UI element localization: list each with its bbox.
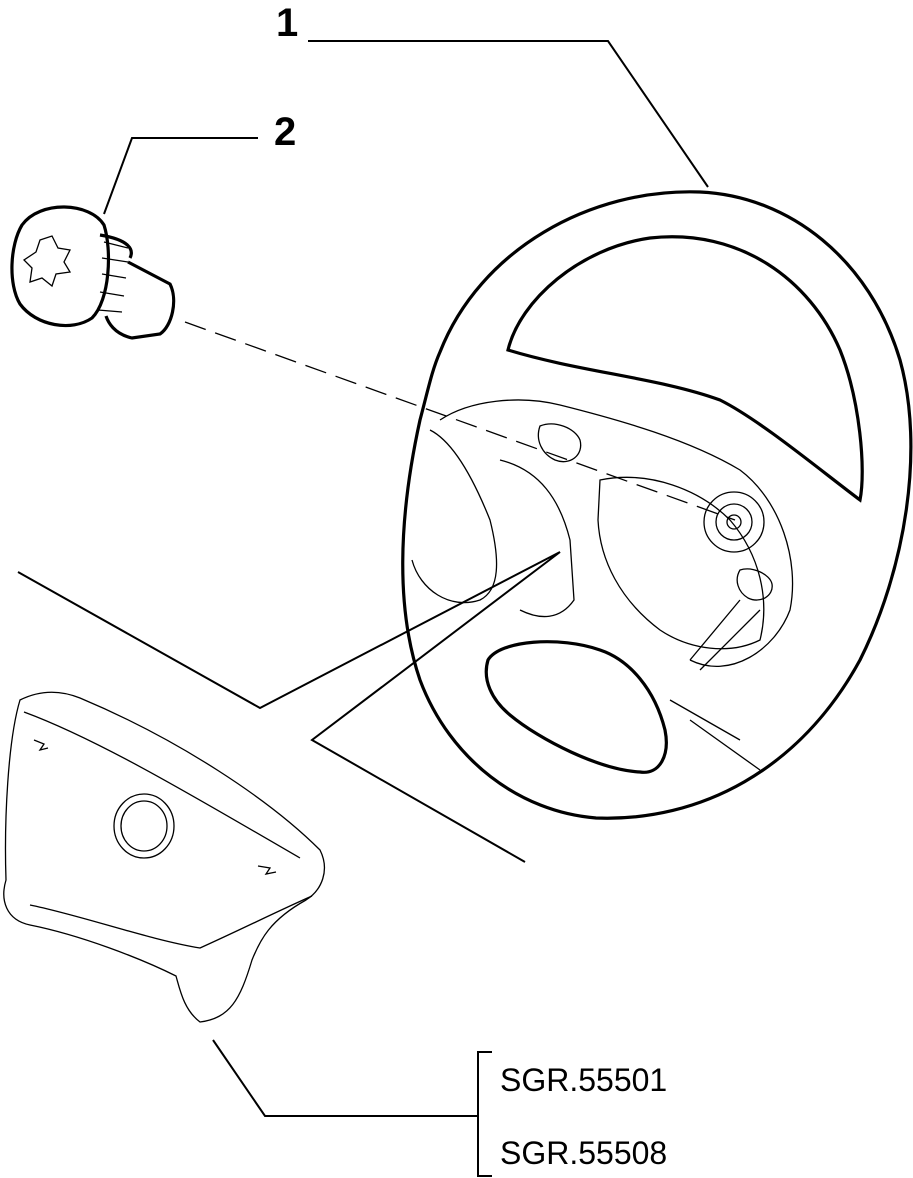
torx-screw xyxy=(10,205,176,340)
left-spoke xyxy=(411,429,498,604)
callout-number-2: 2 xyxy=(274,110,296,154)
reference-code-2: SGR.55508 xyxy=(500,1135,667,1171)
horn-symbol-right-icon xyxy=(257,865,277,875)
callout-2-leader xyxy=(103,137,258,215)
hub-connector xyxy=(736,568,773,601)
steering-wheel xyxy=(401,190,913,820)
reference-code-1: SGR.55501 xyxy=(500,1062,667,1098)
airbag-cover xyxy=(3,691,325,1023)
callout-2: 2 xyxy=(103,110,296,215)
horn-symbol-left-icon xyxy=(33,739,49,752)
callout-1-leader xyxy=(308,40,709,188)
cover-emblem-inner xyxy=(120,800,168,852)
reference-codes: SGR.55501 SGR.55508 xyxy=(212,1039,667,1177)
rim-upper-opening xyxy=(506,235,864,503)
callout-1: 1 xyxy=(276,1,709,188)
hub-center xyxy=(726,514,742,530)
cover-emblem-outer xyxy=(113,793,175,859)
cover-top-edge xyxy=(23,711,301,859)
callout-number-1: 1 xyxy=(276,1,298,45)
right-spoke-pad xyxy=(597,476,765,650)
reference-leader xyxy=(212,1039,478,1117)
hub-outer xyxy=(703,491,765,553)
screw-thread xyxy=(97,241,129,313)
hub-inner xyxy=(715,503,753,541)
rim-lower-opening xyxy=(484,640,668,774)
reference-bracket xyxy=(477,1051,492,1177)
screw-head xyxy=(10,205,111,328)
cover-lower-edge xyxy=(29,895,313,949)
rim-outer xyxy=(401,190,913,820)
lower-spoke-lines xyxy=(669,599,761,771)
torx-socket-icon xyxy=(22,235,72,288)
assembly-axis xyxy=(184,321,736,521)
center-spoke xyxy=(499,459,575,618)
hub-upper-edge xyxy=(439,399,794,667)
cover-outline xyxy=(3,691,325,1023)
screw-shank xyxy=(99,233,176,340)
wiring-clip xyxy=(537,423,582,463)
cover-outline-leaders xyxy=(17,551,561,863)
